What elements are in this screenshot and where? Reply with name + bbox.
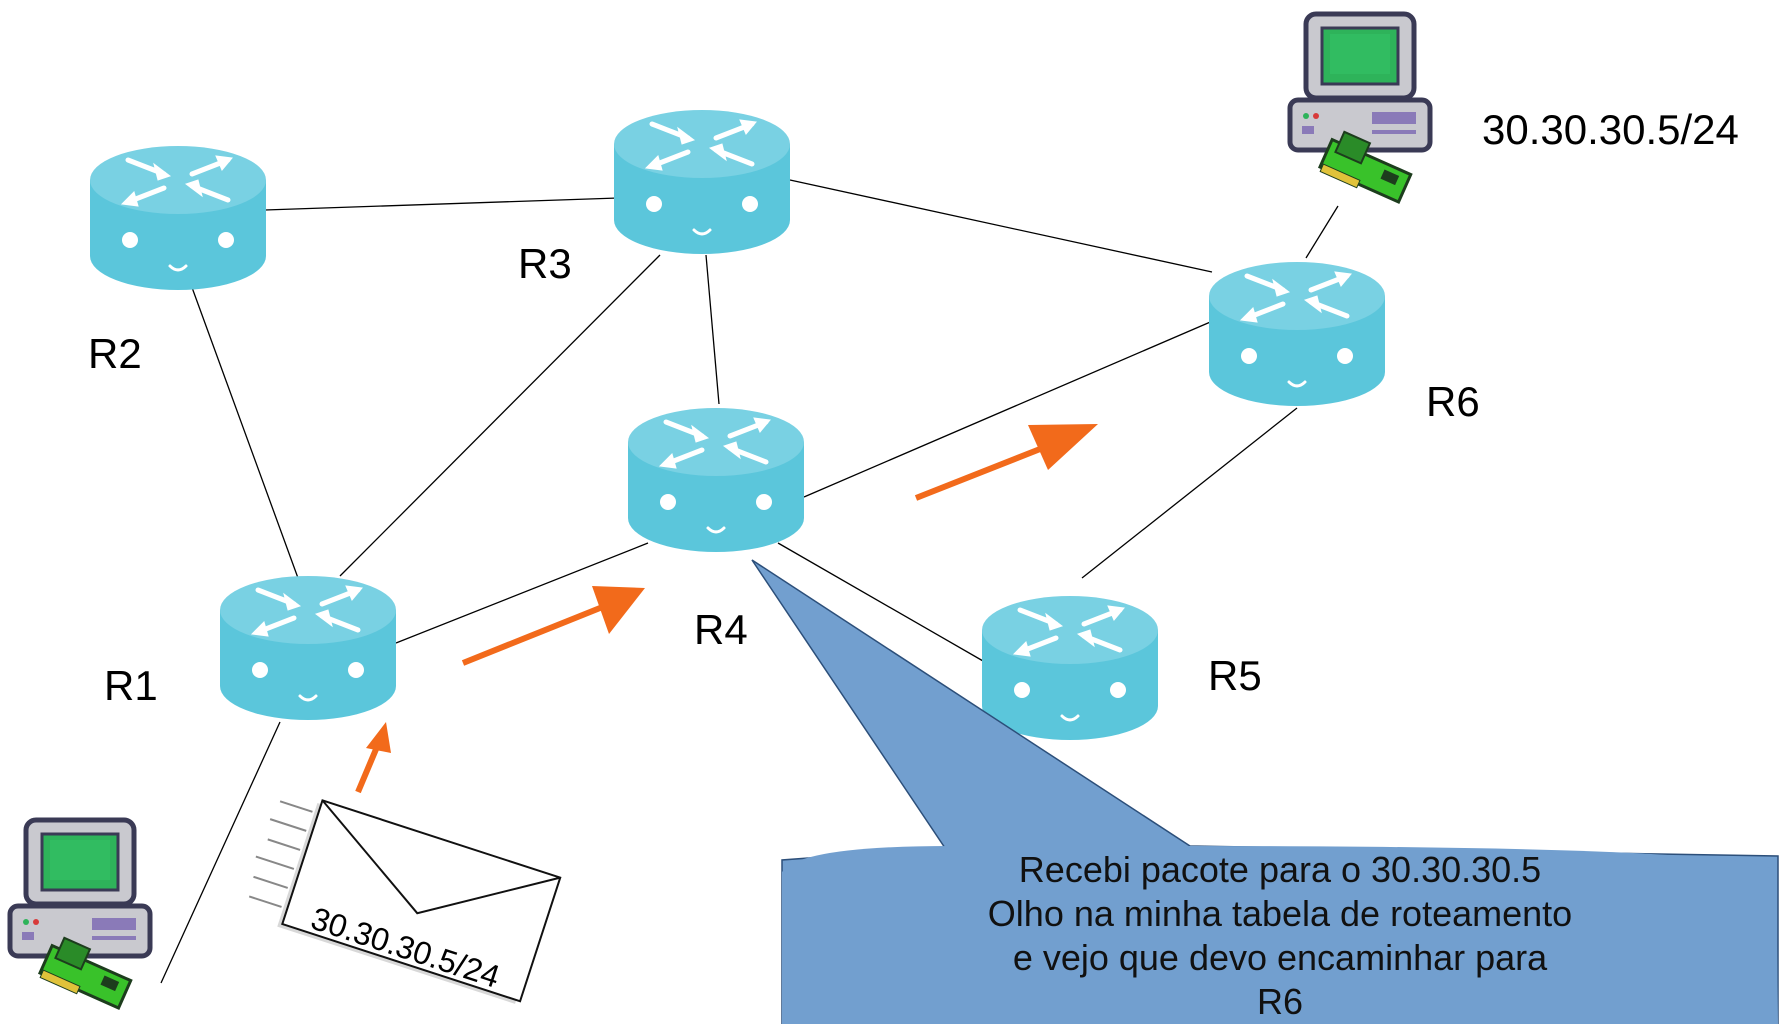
link-pc-r6 <box>1305 205 1339 259</box>
callout-line-2: Olho na minha tabela de roteamento <box>987 893 1573 934</box>
link-r3-r6 <box>789 179 1213 273</box>
arrow-r4-to-r6-head <box>1028 424 1098 470</box>
link-r2-r1 <box>189 281 299 579</box>
link-pc-r1 <box>160 721 281 984</box>
router-r4 <box>628 408 804 552</box>
dest-host-address: 30.30.30.5/24 <box>1482 106 1739 153</box>
router-label-r6: R6 <box>1426 378 1480 425</box>
router-r1 <box>220 576 396 720</box>
link-r1-r4 <box>395 542 649 644</box>
pc-source-icon <box>10 820 150 1012</box>
router-label-r5: R5 <box>1208 652 1262 699</box>
link-r4-r5 <box>777 542 991 666</box>
callout-line-4: R6 <box>1256 981 1304 1022</box>
packet-arrows <box>355 424 1098 794</box>
link-r2-r3 <box>264 197 619 211</box>
callout-bubble <box>751 559 1779 1024</box>
link-r1-r3 <box>339 254 661 577</box>
callout-line-1: Recebi pacote para o 30.30.30.5 <box>1018 849 1542 890</box>
router-label-r2: R2 <box>88 330 142 377</box>
link-r4-r6 <box>803 319 1216 498</box>
callout-line-3: e vejo que devo encaminhar para <box>1012 937 1548 978</box>
pc-destination-icon <box>1290 14 1430 206</box>
callout-text: Recebi pacote para o 30.30.30.5 Olho na … <box>830 848 1730 1024</box>
router-r6 <box>1209 262 1385 406</box>
router-label-r1: R1 <box>104 662 158 709</box>
envelope-icon <box>248 799 562 1004</box>
arrow-r1-to-r4-head <box>592 586 645 634</box>
link-r3-r4 <box>705 254 720 405</box>
arrow-up-to-r1-head <box>366 722 391 753</box>
router-r3 <box>614 110 790 254</box>
link-r5-r6 <box>1081 407 1298 579</box>
router-r2 <box>90 146 266 290</box>
router-r5 <box>982 596 1158 740</box>
arrow-r1-to-r4 <box>461 601 612 666</box>
router-label-r4: R4 <box>694 606 748 653</box>
router-label-r3: R3 <box>518 240 572 287</box>
link-lines <box>160 179 1339 984</box>
